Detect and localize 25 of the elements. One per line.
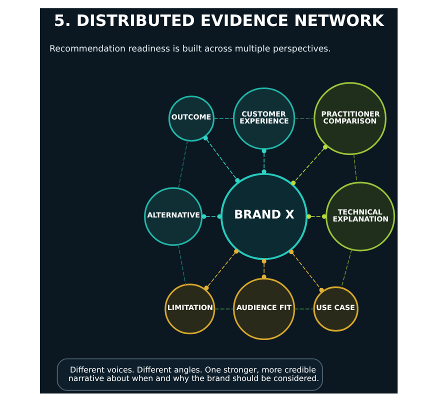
connector	[306, 214, 326, 219]
connector	[293, 308, 314, 310]
connector	[352, 154, 357, 183]
label: Recommendation readiness is built across multiple perspectives.	[48, 44, 330, 54]
node-circle: AUDIENCE FIT	[232, 278, 295, 340]
connector	[204, 249, 238, 290]
connector	[340, 249, 352, 288]
node-circle: TECHNICAL EXPLANATION	[325, 182, 395, 252]
connector	[178, 140, 188, 189]
node-circle: BRAND X	[220, 172, 308, 260]
connector	[288, 250, 324, 292]
connector	[214, 308, 234, 310]
connector	[212, 118, 234, 120]
connector	[261, 258, 266, 280]
connector	[201, 214, 222, 219]
node-circle: ALTERNATIVE	[144, 187, 202, 246]
connector	[294, 118, 314, 120]
connector	[261, 148, 266, 174]
connector	[290, 144, 328, 186]
connector	[202, 136, 240, 183]
connector	[177, 244, 186, 286]
node-circle: PRACTITIONER COMPARISON	[313, 82, 386, 156]
node-circle: CUSTOMER EXPERIENCE	[232, 87, 295, 150]
diagram-title: 5. DISTRIBUTED EVIDENCE NETWORK	[53, 11, 384, 30]
node-box: Different voices. Different angles. One stronger, more credible narrative about when and why the brand should be considered.	[56, 358, 322, 391]
